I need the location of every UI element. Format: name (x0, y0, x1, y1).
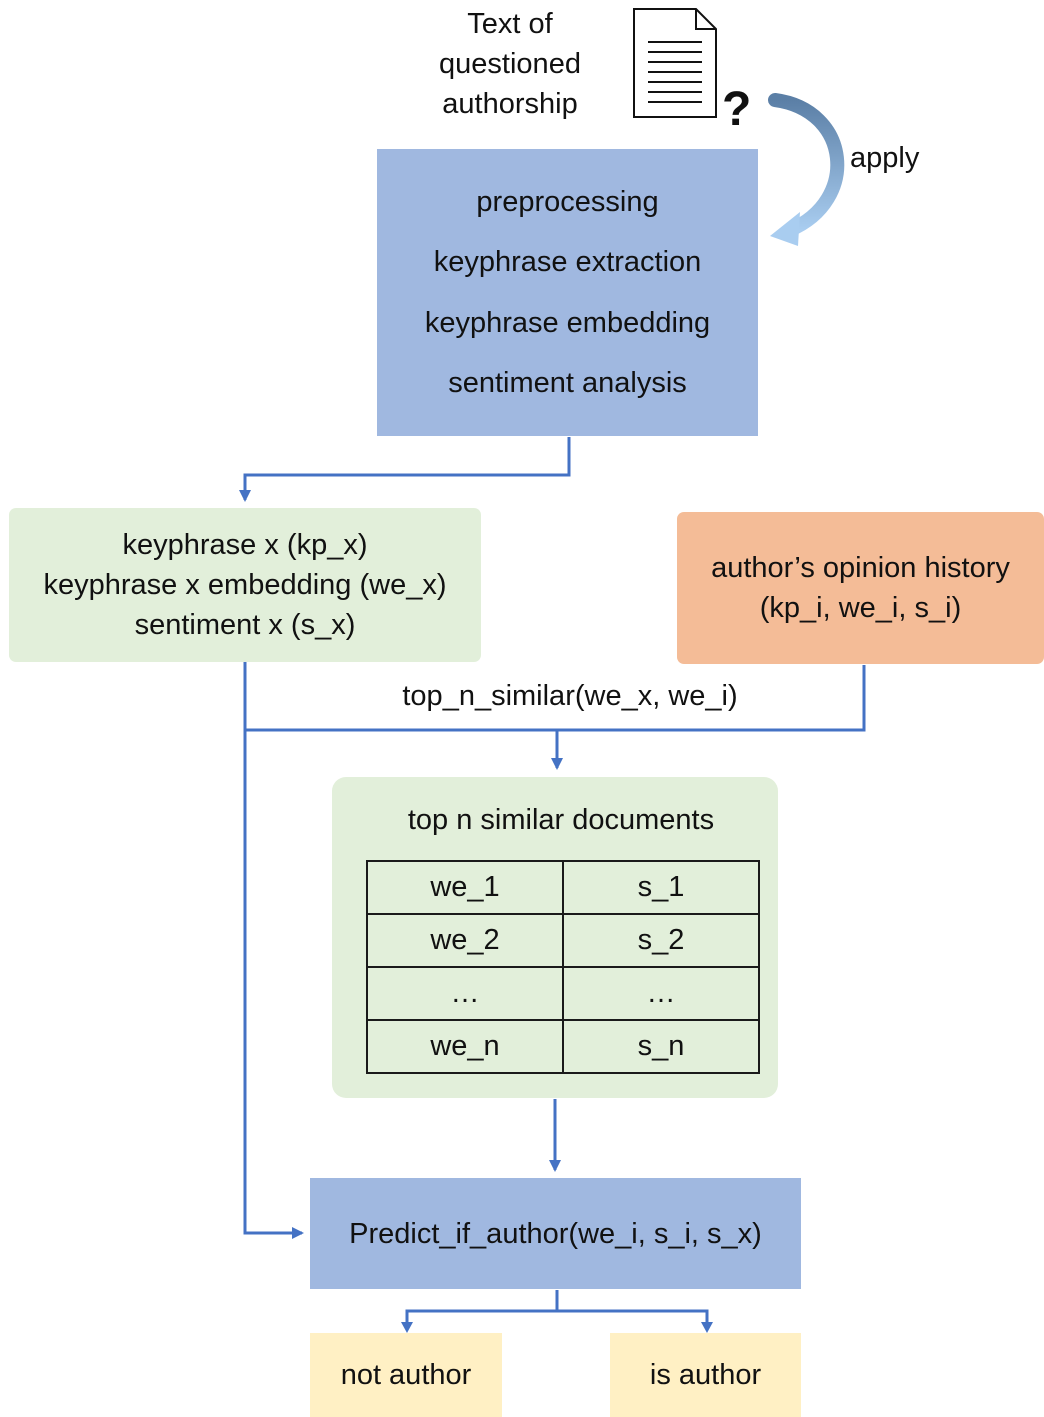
connector-keyphrase-to-predict (243, 662, 304, 1239)
embedding-cell: we_2 (366, 913, 564, 968)
embedding-cell: we_1 (366, 860, 564, 915)
sentiment-cell: s_2 (562, 913, 760, 968)
is-author-box: is author (610, 1333, 801, 1417)
history-tuple: (kp_i, we_i, s_i) (759, 592, 962, 624)
not-author-label: not author (340, 1359, 472, 1391)
similar-documents-table: we_1 s_1 we_2 s_2 … … we_n s_n (366, 860, 760, 1074)
embedding-cell: … (366, 966, 564, 1021)
table-row: … … (366, 966, 760, 1021)
predict-function-label: Predict_if_author(we_i, s_i, s_x) (349, 1217, 762, 1250)
apply-arrow (768, 93, 845, 246)
apply-label: apply (850, 142, 920, 174)
arrowhead-not-author (401, 1322, 413, 1333)
is-author-label: is author (649, 1359, 762, 1391)
connector-process-to-keyphrase (239, 437, 571, 502)
history-title: author’s opinion history (711, 552, 1010, 584)
step-preprocessing: preprocessing (476, 185, 659, 218)
input-label-line-1: Text of (467, 8, 553, 40)
author-history-box: author’s opinion history (kp_i, we_i, s_… (677, 512, 1044, 664)
connector-merge (245, 665, 866, 732)
keyphrase-box: keyphrase x (kp_x) keyphrase x embedding… (9, 508, 481, 662)
similar-documents-title: top n similar documents (407, 804, 715, 836)
arrowhead-is-author (701, 1322, 713, 1333)
input-document-label: Text of questioned authorship (400, 4, 620, 124)
step-sentiment-analysis: sentiment analysis (448, 367, 687, 399)
input-label-line-2: questioned (439, 48, 581, 80)
processing-box: preprocessing keyphrase extraction keyph… (377, 149, 758, 436)
connector-predict-split (405, 1290, 709, 1326)
predict-box: Predict_if_author(we_i, s_i, s_x) (310, 1178, 801, 1289)
document-icon (633, 8, 717, 118)
sentiment-cell: … (562, 966, 760, 1021)
embedding-cell: we_n (366, 1019, 564, 1074)
table-row: we_n s_n (366, 1019, 760, 1074)
not-author-box: not author (310, 1333, 502, 1417)
keyphrase-line: keyphrase x (kp_x) (122, 529, 368, 561)
sentiment-line: sentiment x (s_x) (134, 609, 356, 641)
step-keyphrase-extraction: keyphrase extraction (433, 246, 702, 278)
input-label-line-3: authorship (442, 88, 578, 120)
sentiment-cell: s_n (562, 1019, 760, 1074)
step-keyphrase-embedding: keyphrase embedding (424, 306, 711, 339)
table-row: we_2 s_2 (366, 913, 760, 968)
similarity-function-label: top_n_similar(we_x, we_i) (402, 680, 738, 712)
question-mark: ? (722, 83, 752, 136)
table-row: we_1 s_1 (366, 860, 760, 915)
sentiment-cell: s_1 (562, 860, 760, 915)
keyphrase-embedding-line: keyphrase x embedding (we_x) (43, 569, 447, 601)
